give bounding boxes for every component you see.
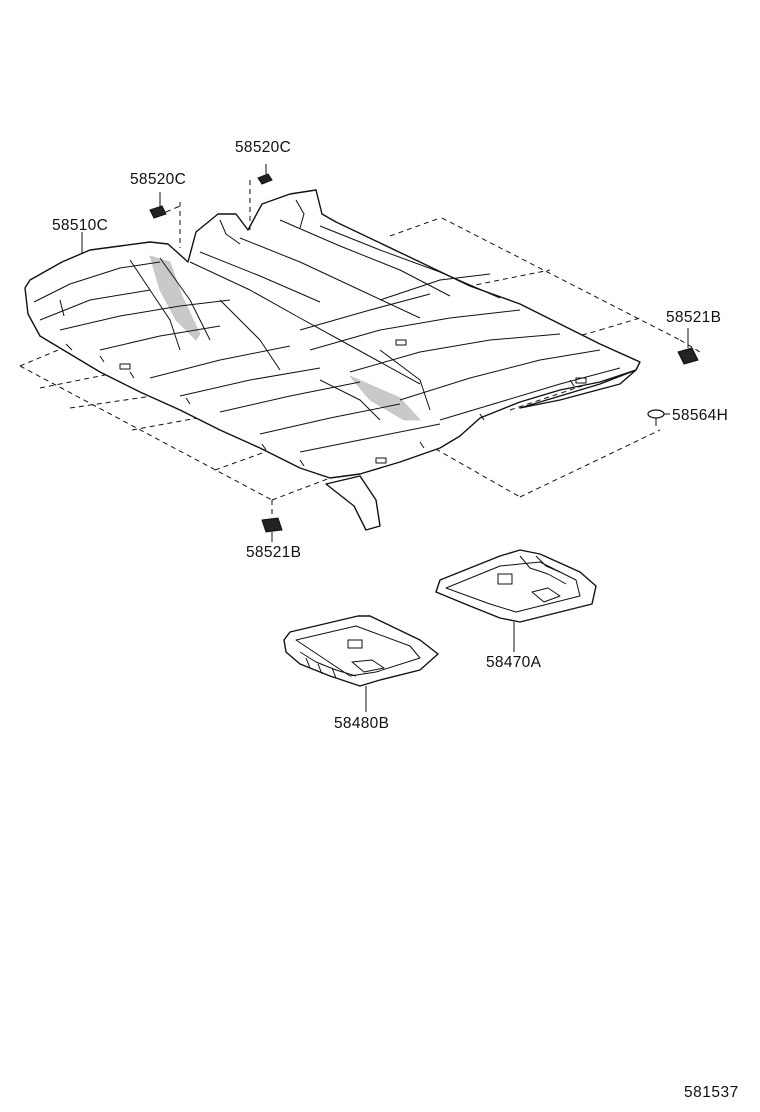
callout-58520c-top: 58520C: [235, 139, 291, 156]
floor-silencer-58510c: [24, 189, 641, 531]
rear-silencer-58470a: [435, 549, 597, 623]
clip-58520c-top: [249, 164, 273, 230]
rear-silencer-58480b: [283, 615, 439, 687]
callout-58521b-bottom: 58521B: [246, 544, 301, 561]
clip-58520c-left: [149, 192, 181, 248]
figure-id: 581537: [684, 1084, 739, 1101]
leader-lines: [81, 232, 515, 712]
callout-58564h: 58564H: [672, 407, 728, 424]
clip-58521b-right: [677, 328, 699, 365]
callout-58521b-right: 58521B: [666, 309, 721, 326]
callout-58470a: 58470A: [486, 654, 542, 671]
callout-58510c: 58510C: [52, 217, 108, 234]
clip-58521b-bottom: [261, 500, 283, 542]
grommet-58564h: [647, 409, 670, 426]
callout-58480b: 58480B: [334, 715, 389, 732]
callout-58520c-left: 58520C: [130, 171, 186, 188]
